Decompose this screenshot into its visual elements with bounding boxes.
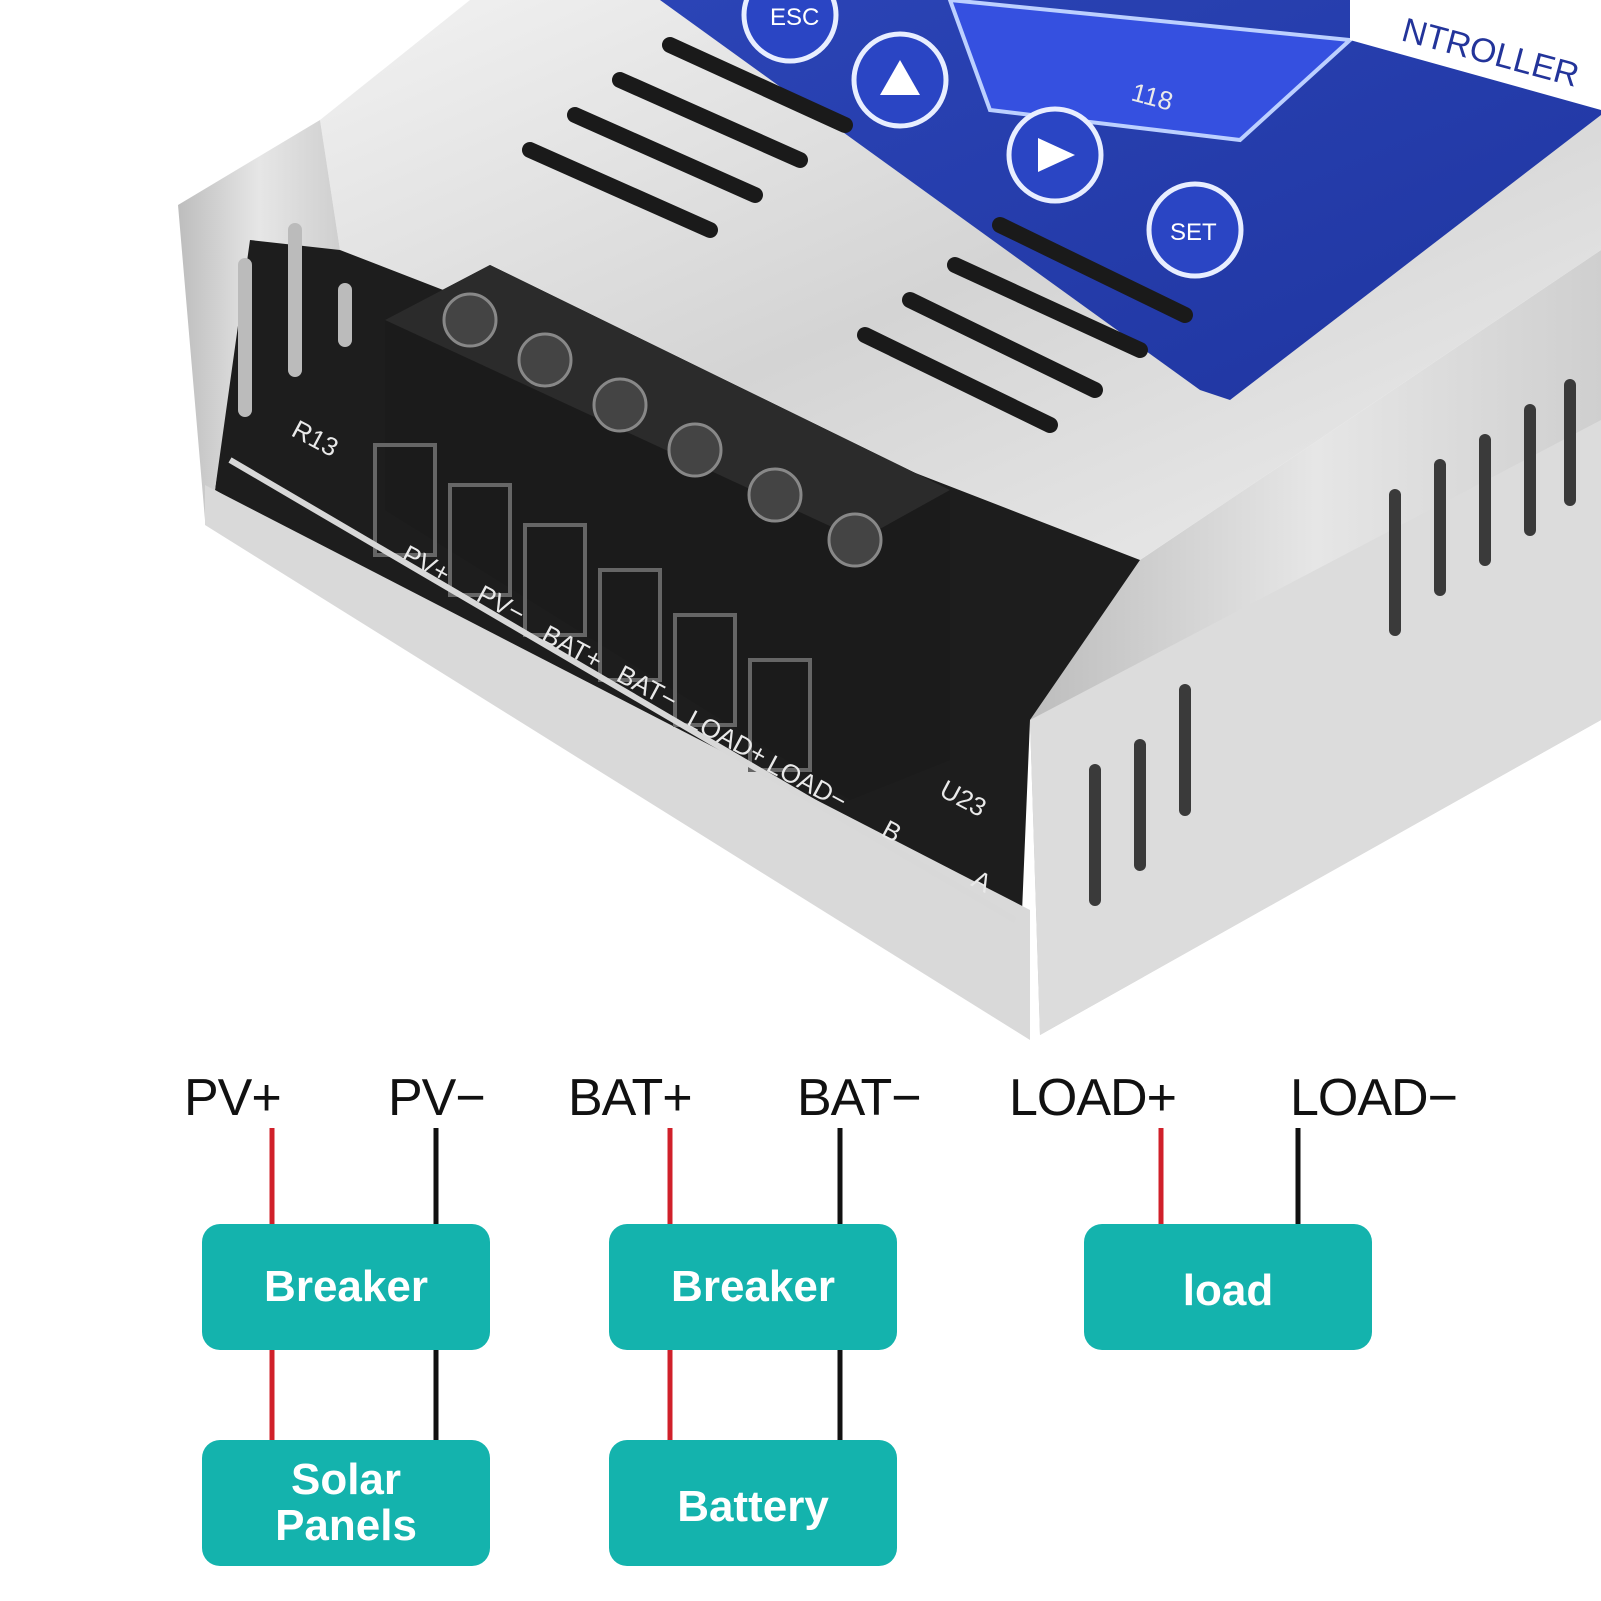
solar-panels-box: Solar Panels: [202, 1440, 490, 1566]
terminal-screw-pv-plus: [442, 292, 498, 348]
terminal-label-pv-minus: PV−: [388, 1069, 486, 1127]
charge-controller-photo: 118 NTROLLER ESC SET: [178, 0, 1601, 1040]
terminal-screw-pv-minus: [517, 332, 573, 388]
battery-box: Battery: [609, 1440, 897, 1566]
solar-panels-label-line2: Panels: [275, 1501, 417, 1550]
battery-label: Battery: [677, 1481, 829, 1531]
terminal-screw-load-plus: [747, 467, 803, 523]
terminal-label-load-plus: LOAD+: [1009, 1069, 1177, 1127]
solar-breaker-label: Breaker: [264, 1261, 428, 1311]
solar-panels-label-line1: Solar: [290, 1454, 402, 1504]
lid-vents: [522, 37, 1193, 433]
battery-breaker-box: Breaker: [609, 1224, 897, 1350]
case-front-right: [1030, 420, 1601, 1035]
down-button[interactable]: [1006, 106, 1104, 204]
terminal-label-bat-plus: BAT+: [568, 1069, 693, 1127]
esc-button[interactable]: ESC: [741, 0, 839, 64]
case-side-left: [178, 120, 340, 520]
down-arrow-icon: [1038, 138, 1075, 172]
svg-text:SET: SET: [1170, 219, 1217, 246]
lcd-screen: [947, 0, 1355, 143]
terminal-label-bat-minus: BAT−: [797, 1069, 922, 1127]
terminal-screw-load-minus: [827, 512, 883, 568]
battery-breaker-label: Breaker: [671, 1261, 835, 1311]
set-button[interactable]: SET: [1146, 181, 1244, 279]
side-vents: [1089, 379, 1576, 906]
terminal-label-load-minus: LOAD−: [1290, 1069, 1458, 1127]
terminal-screw-bat-plus: [592, 377, 648, 433]
load-label: load: [1182, 1265, 1274, 1315]
load-box: load: [1084, 1224, 1372, 1350]
up-button[interactable]: [851, 31, 949, 129]
solar-breaker-box: Breaker: [202, 1224, 490, 1350]
svg-text:ESC: ESC: [770, 4, 819, 31]
terminal-screw-bat-minus: [667, 422, 723, 478]
up-arrow-icon: [880, 60, 920, 95]
case-bottom-lip: [205, 485, 1030, 1040]
left-vents: [238, 223, 352, 417]
terminal-block: [373, 265, 950, 800]
terminal-label-pv-plus: PV+: [184, 1069, 282, 1127]
